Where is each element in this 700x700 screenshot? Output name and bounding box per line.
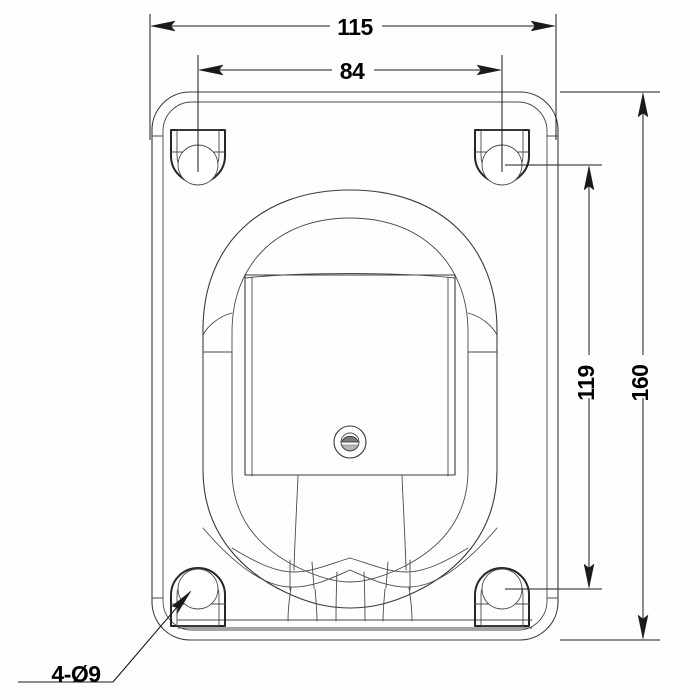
boss-bottom-left [170,567,226,627]
shroud-inner-contour [231,217,469,583]
boss-bottom-left-outer [170,567,226,627]
center-stem-left [335,571,338,622]
arrow-115-right [530,20,556,32]
callout-arrow [171,590,192,615]
arrow-84-right [476,64,502,76]
dim-label-119: 119 [573,365,599,401]
shroud-blend-right [467,312,498,336]
center-stem-right [363,571,366,622]
outer-shell-outline [151,91,559,641]
screw-slot-lower [341,444,359,452]
pedestal-right-wall [401,475,407,571]
screw-outer-circle [333,425,367,459]
dimension-84-group: 84 [197,55,503,172]
arrow-160-bottom [637,614,649,640]
saddle-bracket-left-2 [311,561,315,589]
callout-label-hole: 4-Ø9 [51,661,100,687]
dimension-115-group: 115 [149,14,557,140]
boss-bottom-right [474,567,530,627]
dimension-160-group: 160 [560,91,660,641]
base-saddle-curve-outer-right [349,527,498,588]
screw-slot [341,435,359,443]
center-faceplate [244,274,456,476]
shroud-outer-contour [202,189,498,609]
outer-shell-inner-offset [162,101,548,631]
leg-left-outer [287,587,292,622]
part-geometry [151,91,559,641]
arrow-119-top [583,165,595,191]
leg-right-inner [382,588,386,622]
leg-left-inner [314,588,318,622]
arrow-160-top [637,92,649,118]
arrow-84-left [198,64,224,76]
base-saddle-curve-left [231,547,351,573]
leg-right-outer [408,587,413,622]
arrow-115-left [150,20,176,32]
callout-hole-group: 4-Ø9 [18,590,192,687]
mounting-hole-bottom-left [177,568,219,610]
pedestal-left-wall [293,475,299,571]
dimension-119-group: 119 [505,164,602,590]
dim-label-160: 160 [627,365,653,402]
center-faceplate-top-curve [244,273,456,279]
base-saddle-curve-outer-left [202,527,351,588]
dim-label-115: 115 [337,14,373,40]
shroud-blend-left [202,312,233,336]
saddle-bracket-right-2 [385,561,389,589]
arrow-119-bottom [583,563,595,589]
base-saddle-curve-right [349,547,469,573]
boss-bottom-right-outer [474,567,530,627]
dim-label-84: 84 [340,58,365,84]
